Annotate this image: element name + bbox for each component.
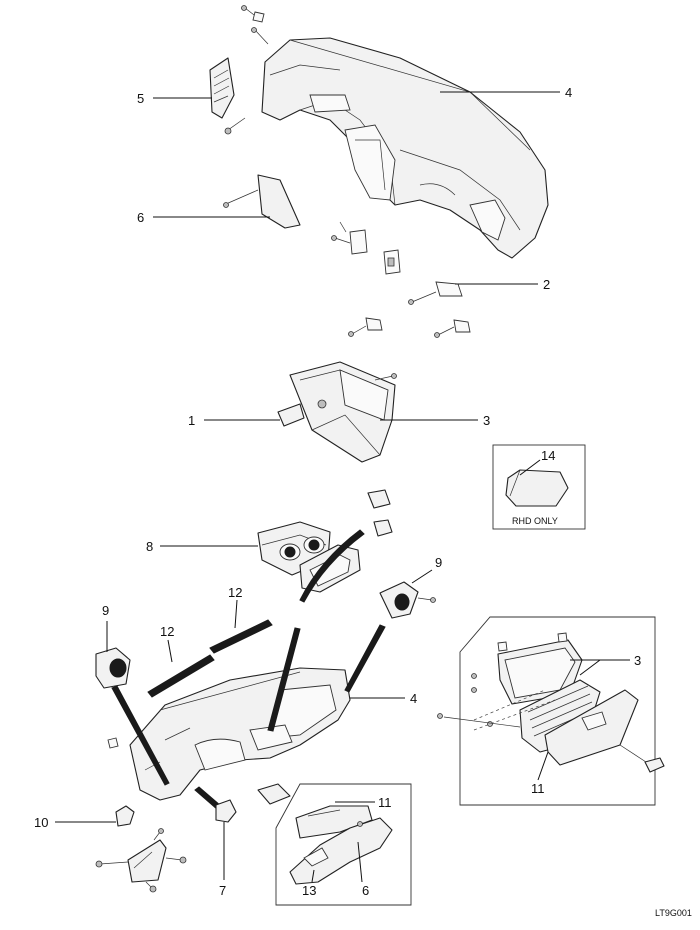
callout-9-right: 9 xyxy=(435,555,442,570)
callout-2: 2 xyxy=(543,277,550,292)
callout-10: 10 xyxy=(34,815,48,830)
callout-4-upper: 4 xyxy=(565,85,572,100)
left-side-vent xyxy=(95,647,131,689)
callout-3-lower: 3 xyxy=(634,653,641,668)
callout-3-upper: 3 xyxy=(483,413,490,428)
callout-5: 5 xyxy=(137,91,144,106)
lower-inset-box xyxy=(275,783,412,906)
figure-code: LT9G001 xyxy=(655,908,692,918)
callout-13: 13 xyxy=(302,883,316,898)
top-screws xyxy=(241,5,269,45)
side-vent-part xyxy=(209,57,246,135)
defroster-strips xyxy=(147,619,273,698)
callout-4-lower: 4 xyxy=(410,691,417,706)
callout-7: 7 xyxy=(219,883,226,898)
bracket-part xyxy=(408,281,463,305)
guide-lines xyxy=(111,529,386,811)
main-dashboard xyxy=(129,667,351,801)
callout-9-left: 9 xyxy=(102,603,109,618)
callout-6-inset: 6 xyxy=(362,883,369,898)
callout-8: 8 xyxy=(146,539,153,554)
glove-box-latch xyxy=(277,399,327,427)
callout-12-left: 12 xyxy=(160,624,174,639)
callout-11-right: 11 xyxy=(531,781,545,796)
glove-box-part xyxy=(289,361,397,463)
lower-side-panel xyxy=(223,174,301,229)
callout-1: 1 xyxy=(188,413,195,428)
callout-14: 14 xyxy=(541,448,555,463)
callout-12-right: 12 xyxy=(228,585,242,600)
rhd-inset-box xyxy=(492,444,586,530)
glovebox-inset xyxy=(437,616,665,806)
upper-panel-frame xyxy=(261,37,549,259)
switch-parts xyxy=(367,489,393,537)
callout-6-upper: 6 xyxy=(137,210,144,225)
callout-labels: 5 6 4 2 1 3 14 RHD ONLY 8 9 9 12 12 3 4 … xyxy=(34,85,692,918)
center-brackets xyxy=(331,221,401,275)
right-side-vent xyxy=(379,581,436,619)
rhd-only-label: RHD ONLY xyxy=(512,516,558,526)
lower-small-parts xyxy=(95,737,291,893)
leader-lines xyxy=(55,91,630,883)
callout-11-inset: 11 xyxy=(378,795,392,810)
panel-clips xyxy=(348,317,471,338)
